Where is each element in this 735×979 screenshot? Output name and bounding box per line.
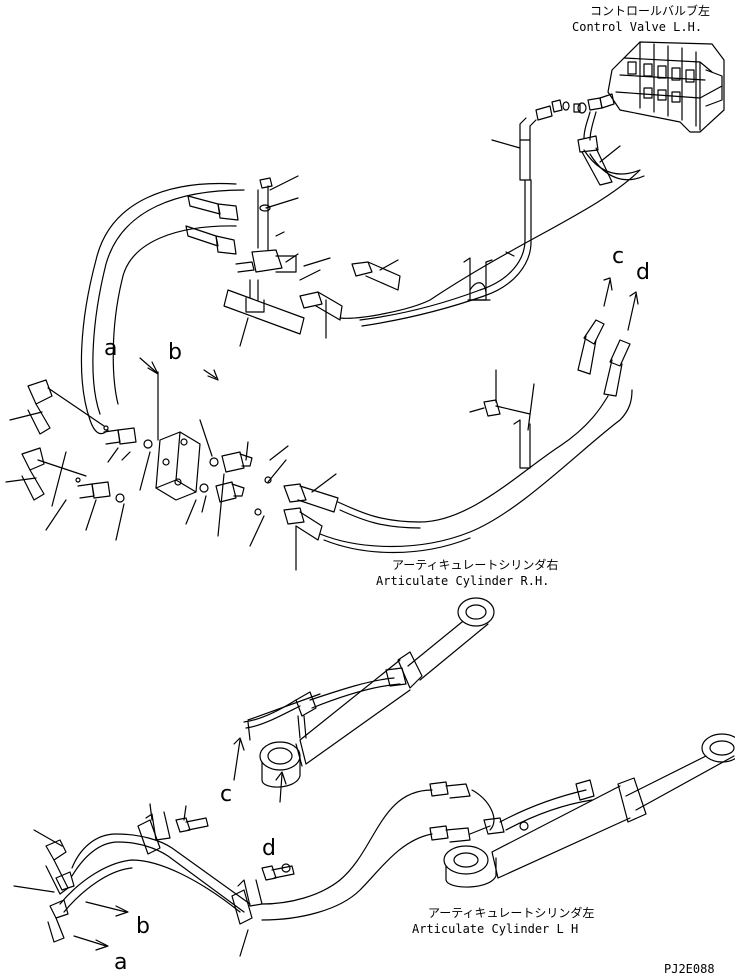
cylinder-rh (260, 598, 494, 787)
callout-d-bottom: d (262, 836, 276, 861)
o-rings (255, 477, 271, 515)
arrows-lower[interactable] (74, 738, 286, 950)
control-valve-drawing (608, 42, 724, 132)
callout-a-top: a (104, 336, 118, 361)
hoses-upper (81, 118, 644, 434)
callout-c-top: c (612, 244, 625, 269)
hoses-middle (284, 320, 632, 570)
cylinder-lh (430, 734, 735, 887)
hoses-lower (14, 694, 432, 956)
callout-a-bottom: a (114, 950, 128, 975)
callout-d-top: d (636, 260, 650, 285)
arrows-upper[interactable] (140, 278, 638, 380)
callout-c-bottom: c (220, 782, 233, 807)
manifold-block (6, 372, 288, 546)
control-valve-label-en: Control Valve L.H. (572, 20, 703, 34)
drawing-code: PJ2E088 (664, 962, 715, 976)
articulate-cylinder-rh-label-jp: アーティキュレートシリンダ右 (392, 558, 559, 572)
articulate-cylinder-lh-label-en: Articulate Cylinder L H (412, 922, 579, 936)
callout-b-top: b (168, 340, 182, 365)
callout-b-bottom: b (136, 914, 150, 939)
tee-block (224, 178, 304, 334)
valve-fittings (536, 94, 614, 152)
articulate-cylinder-lh-label-jp: アーティキュレートシリンダ左 (428, 906, 595, 920)
leader-lines-upper (240, 140, 620, 346)
articulate-cylinder-rh-label-en: Articulate Cylinder R.H. (376, 574, 550, 588)
control-valve-label-jp: コントロールバルブ左 (590, 4, 711, 18)
